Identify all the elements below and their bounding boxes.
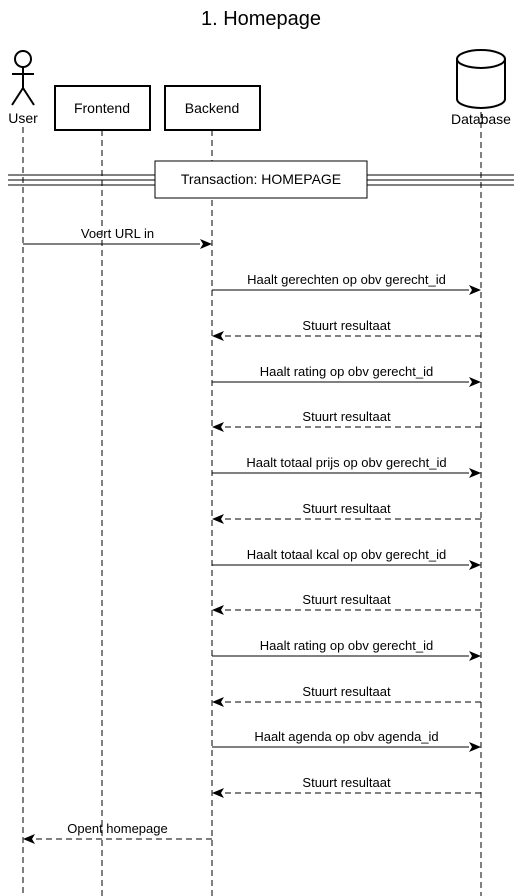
message-arrowhead [469,560,481,570]
message-arrowhead [212,422,224,432]
participant-frontend-box [54,85,151,131]
message-label: Haalt rating op obv gerecht_id [260,638,433,653]
actor-user-icon [11,50,35,106]
message-label: Haalt rating op obv gerecht_id [260,364,433,379]
message-label: Haalt totaal kcal op obv gerecht_id [247,547,446,562]
message-label: Stuurt resultaat [302,409,391,424]
message-label: Stuurt resultaat [302,318,391,333]
participant-user-label: User [8,110,38,126]
message-label: Haalt totaal prijs op obv gerecht_id [246,455,446,470]
transaction-divider [8,174,514,186]
participant-database-label: Database [451,111,511,127]
message-list: Voert URL in Haalt gerechten op obv gerec… [23,226,481,844]
message-label: Haalt agenda op obv agenda_id [254,729,438,744]
message-label: Stuurt resultaat [302,501,391,516]
message-label: Opent homepage [67,821,167,836]
message-arrowhead [212,331,224,341]
message-label: Stuurt resultaat [302,592,391,607]
message-arrowhead [23,834,35,844]
transaction-label: Transaction: HOMEPAGE [181,171,341,187]
message-label: Haalt gerechten op obv gerecht_id [247,272,446,287]
message-arrowhead [469,468,481,478]
message-label: Stuurt resultaat [302,684,391,699]
message-label: Voert URL in [81,226,154,241]
message-arrowhead [212,697,224,707]
message-arrowhead [200,239,212,249]
participant-backend-label: Backend [185,100,239,116]
message-label: Stuurt resultaat [302,775,391,790]
message-arrowhead [469,742,481,752]
participant-backend-box [164,85,261,131]
participant-frontend-label: Frontend [74,100,130,116]
message-arrowhead [469,377,481,387]
message-arrowhead [469,651,481,661]
message-arrowhead [212,605,224,615]
message-arrowhead [212,788,224,798]
message-arrowhead [212,514,224,524]
database-icon [456,49,506,109]
transaction-box [154,160,368,199]
message-arrowhead [469,285,481,295]
diagram-title: 1. Homepage [201,8,321,30]
